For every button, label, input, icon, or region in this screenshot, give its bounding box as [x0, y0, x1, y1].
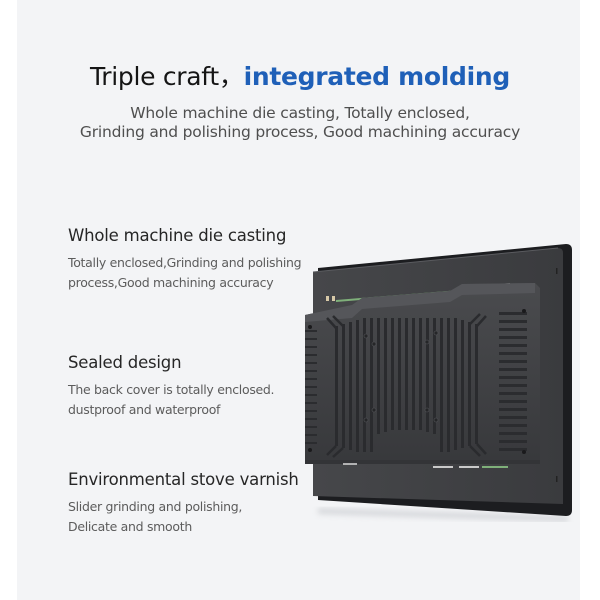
feature-desc-line: Totally enclosed,Grinding and polishing	[68, 255, 302, 270]
feature-desc-line: Slider grinding and polishing,	[68, 499, 243, 514]
feature-desc-line: dustproof and waterproof	[68, 402, 221, 417]
feature-heading: Sealed design	[68, 353, 182, 372]
title-lead: Triple craft	[89, 62, 219, 91]
feature-sealed-design: Sealed design The back cover is totally …	[68, 353, 275, 420]
panel-pc-rear-image	[305, 244, 572, 522]
title-separator: ，	[218, 62, 244, 91]
feature-desc-line: process,Good machining accuracy	[68, 275, 274, 290]
feature-heading: Environmental stove varnish	[68, 470, 299, 489]
title-accent: integrated molding	[243, 62, 511, 91]
feature-heading: Whole machine die casting	[68, 226, 287, 245]
feature-desc-line: The back cover is totally enclosed.	[68, 382, 275, 397]
feature-description: Slider grinding and polishing, Delicate …	[68, 497, 299, 537]
feature-die-casting: Whole machine die casting Totally enclos…	[68, 226, 302, 293]
feature-desc-line: Delicate and smooth	[68, 519, 192, 534]
subtitle-line-2: Grinding and polishing process, Good mac…	[79, 123, 521, 141]
page-title: Triple craft，integrated molding	[0, 57, 600, 93]
feature-stove-varnish: Environmental stove varnish Slider grind…	[68, 470, 299, 537]
feature-description: Totally enclosed,Grinding and polishing …	[68, 253, 302, 293]
subtitle-line-1: Whole machine die casting, Totally enclo…	[130, 104, 470, 122]
feature-description: The back cover is totally enclosed. dust…	[68, 380, 275, 420]
